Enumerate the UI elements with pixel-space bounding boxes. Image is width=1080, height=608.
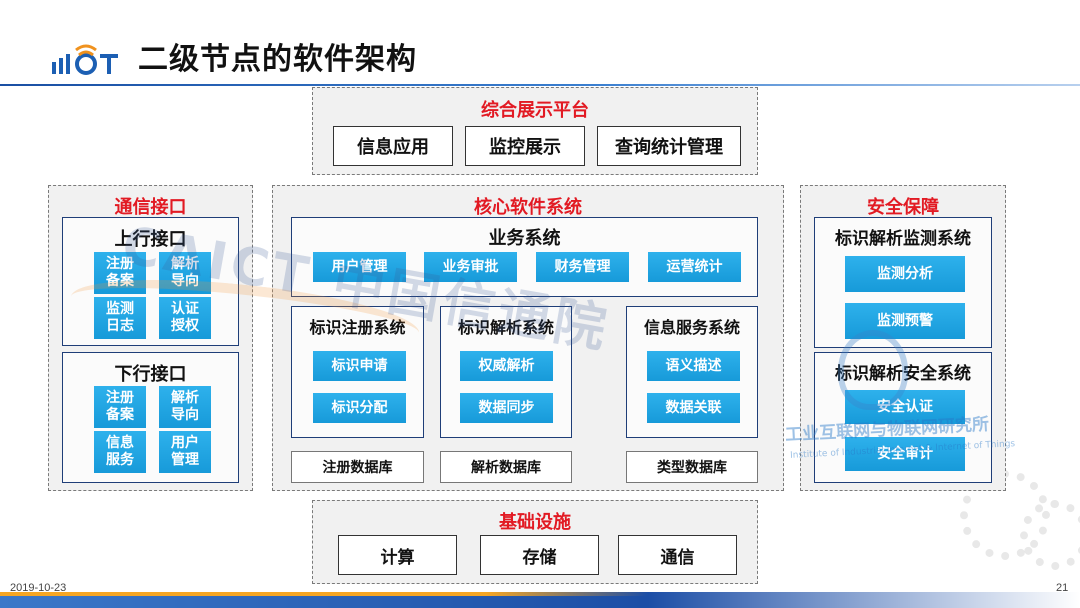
info-service-system-title: 信息服务系统: [643, 318, 740, 337]
resolution-system-title: 标识解析系统: [457, 318, 554, 337]
display-item-monitor: 监控展示: [465, 126, 585, 166]
info-service-chip-semantic: 语义描述: [647, 351, 740, 381]
registration-database: 注册数据库: [291, 451, 424, 483]
business-chip-ops-stats: 运营统计: [648, 252, 741, 282]
footer-bar: [0, 596, 1080, 608]
uplink-chip-monitor-log: 监测 日志: [94, 297, 146, 339]
downlink-title: 下行接口: [114, 364, 187, 385]
downlink-chip-register: 注册 备案: [94, 386, 146, 428]
registration-chip-apply: 标识申请: [313, 351, 406, 381]
page-number: 21: [1056, 582, 1069, 594]
infra-item-compute: 计算: [338, 535, 457, 575]
uplink-chip-register: 注册 备案: [94, 252, 146, 294]
uplink-chip-auth: 认证 授权: [159, 297, 211, 339]
business-chip-finance: 财务管理: [536, 252, 629, 282]
business-chip-approval: 业务审批: [424, 252, 517, 282]
resolution-database: 解析数据库: [440, 451, 572, 483]
infra-item-communication: 通信: [618, 535, 737, 575]
registration-chip-assign: 标识分配: [313, 393, 406, 423]
slide-date: 2019-10-23: [10, 582, 67, 594]
downlink-chip-user-mgmt: 用户 管理: [159, 431, 211, 473]
business-chip-user-mgmt: 用户管理: [313, 252, 406, 282]
iiiot-logo: [50, 40, 122, 80]
business-system-title: 业务系统: [488, 228, 561, 249]
uplink-chip-resolve: 解析 导向: [159, 252, 211, 294]
watermark-logo: [838, 330, 908, 410]
uplink-title: 上行接口: [114, 229, 187, 250]
comm-interface-title: 通信接口: [114, 197, 187, 218]
display-item-info-app: 信息应用: [333, 126, 453, 166]
downlink-chip-info-service: 信息 服务: [94, 431, 146, 473]
type-database: 类型数据库: [626, 451, 758, 483]
safety-chip-audit: 安全审计: [845, 437, 965, 471]
info-service-chip-data-link: 数据关联: [647, 393, 740, 423]
monitor-system-title: 标识解析监测系统: [835, 229, 971, 249]
infra-item-storage: 存储: [480, 535, 599, 575]
registration-system-title: 标识注册系统: [309, 318, 406, 337]
core-system-title: 核心软件系统: [474, 197, 582, 218]
display-platform-title: 综合展示平台: [481, 100, 589, 121]
downlink-chip-resolve: 解析 导向: [159, 386, 211, 428]
resolution-chip-sync: 数据同步: [460, 393, 553, 423]
page-title: 二级节点的软件架构: [138, 42, 417, 77]
gear-icon: [1020, 500, 1080, 570]
monitor-chip-analysis: 监测分析: [845, 256, 965, 292]
footer-accent-bar: [0, 592, 1080, 596]
display-item-query-stats: 查询统计管理: [597, 126, 741, 166]
infrastructure-title: 基础设施: [499, 512, 571, 533]
header-divider: [0, 84, 1080, 86]
security-title: 安全保障: [867, 197, 939, 218]
resolution-chip-authoritative: 权威解析: [460, 351, 553, 381]
